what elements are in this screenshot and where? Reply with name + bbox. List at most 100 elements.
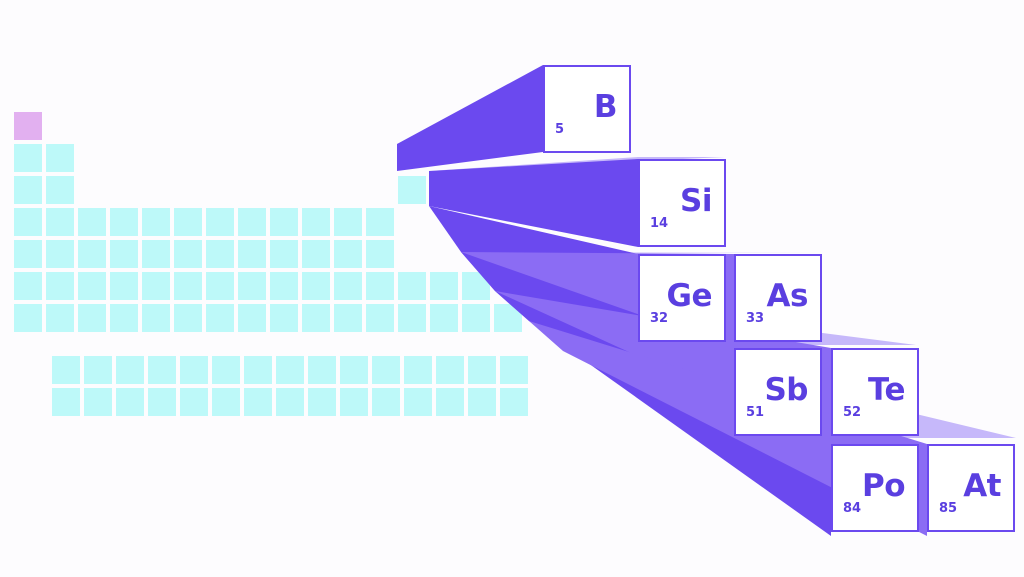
element-cell <box>398 304 426 332</box>
element-cell-f-block <box>436 388 464 416</box>
element-symbol: B <box>593 89 618 125</box>
element-cell <box>174 272 202 300</box>
element-cell-f-block <box>180 388 208 416</box>
element-cell <box>366 208 394 236</box>
element-cell <box>46 208 74 236</box>
element-cell <box>366 240 394 268</box>
element-cell <box>78 272 106 300</box>
element-cell-f-block <box>276 388 304 416</box>
element-symbol: At <box>963 468 1001 504</box>
element-cell-f-block <box>180 356 208 384</box>
element-cell <box>238 304 266 332</box>
element-cell <box>270 304 298 332</box>
element-cell-f-block <box>372 356 400 384</box>
element-cell <box>302 272 330 300</box>
element-tile-at: At 85 <box>927 444 1015 532</box>
element-cell <box>46 240 74 268</box>
element-cell <box>334 272 362 300</box>
element-cell <box>334 240 362 268</box>
beam-face-si <box>429 159 638 247</box>
element-cell <box>142 240 170 268</box>
element-cell-f-block <box>148 388 176 416</box>
element-cell <box>174 240 202 268</box>
element-cell-f-block <box>84 356 112 384</box>
atomic-number: 52 <box>843 405 862 420</box>
element-cell-f-block <box>116 388 144 416</box>
element-cell-f-block <box>84 388 112 416</box>
element-cell <box>110 272 138 300</box>
element-cell-f-block <box>276 356 304 384</box>
beam-face-at <box>529 321 927 536</box>
element-cell <box>238 272 266 300</box>
element-cell <box>78 304 106 332</box>
element-cell-hydrogen <box>14 112 42 140</box>
element-cell <box>14 208 42 236</box>
element-symbol: Ge <box>666 278 713 314</box>
element-cell <box>302 240 330 268</box>
atomic-number: 5 <box>555 122 565 137</box>
element-cell <box>366 272 394 300</box>
element-cell-f-block <box>52 388 80 416</box>
element-cell-f-block <box>148 356 176 384</box>
element-cell <box>14 272 42 300</box>
element-cell <box>46 144 74 172</box>
element-cell <box>206 272 234 300</box>
element-cell <box>206 304 234 332</box>
element-cell <box>302 208 330 236</box>
element-cell <box>14 144 42 172</box>
element-cell-f-block <box>116 356 144 384</box>
element-cell <box>110 304 138 332</box>
element-cell <box>430 272 458 300</box>
element-cell <box>302 304 330 332</box>
element-cell <box>110 240 138 268</box>
element-cell <box>398 176 426 204</box>
element-cell <box>14 176 42 204</box>
element-cell <box>142 208 170 236</box>
element-cell <box>78 208 106 236</box>
element-cell <box>238 208 266 236</box>
element-cell <box>46 176 74 204</box>
element-symbol: Po <box>861 468 906 504</box>
atomic-number: 51 <box>746 405 765 420</box>
element-cell <box>174 208 202 236</box>
element-cell-f-block <box>404 356 432 384</box>
element-cell <box>270 208 298 236</box>
element-cell <box>238 240 266 268</box>
element-cell-f-block <box>212 356 240 384</box>
element-cell-f-block <box>244 388 272 416</box>
element-cell-f-block <box>244 356 272 384</box>
element-cell-f-block <box>340 356 368 384</box>
element-cell <box>14 240 42 268</box>
element-cell <box>46 304 74 332</box>
element-cell <box>334 208 362 236</box>
atomic-number: 14 <box>650 216 669 231</box>
element-cell-f-block <box>404 388 432 416</box>
element-cell-f-block <box>436 356 464 384</box>
element-cell <box>78 240 106 268</box>
atomic-number: 84 <box>843 501 862 516</box>
element-cell <box>334 304 362 332</box>
element-cell <box>142 304 170 332</box>
element-cell-f-block <box>468 356 496 384</box>
element-cell <box>270 272 298 300</box>
element-cell <box>366 304 394 332</box>
beam-face-b <box>397 65 543 171</box>
element-cell <box>142 272 170 300</box>
element-cell <box>110 208 138 236</box>
element-cell-f-block <box>372 388 400 416</box>
element-cell <box>14 304 42 332</box>
element-cell-f-block <box>52 356 80 384</box>
element-cell-f-block <box>308 356 336 384</box>
element-symbol: Sb <box>764 372 808 408</box>
element-symbol: Te <box>867 372 906 408</box>
atomic-number: 85 <box>939 501 958 516</box>
element-cell-f-block <box>500 356 528 384</box>
element-cell <box>174 304 202 332</box>
